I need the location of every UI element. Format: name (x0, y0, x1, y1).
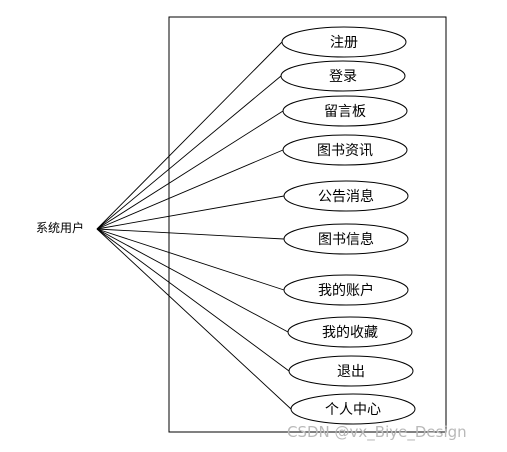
association-line (96, 149, 284, 230)
actor-label: 系统用户 (36, 220, 84, 235)
use-case-ellipse (283, 274, 409, 306)
association-line (96, 228, 289, 333)
use-case-ellipse (282, 134, 408, 166)
use-case: 我的收藏 (287, 316, 413, 348)
use-case-label: 留言板 (324, 104, 366, 120)
association-line (96, 75, 282, 230)
association-lines (96, 41, 292, 410)
system-boundary (168, 16, 447, 433)
association-line (96, 228, 285, 240)
use-case-label: 我的账户 (318, 282, 374, 299)
use-case-label: 注册 (330, 35, 358, 51)
use-case: 退出 (288, 355, 414, 387)
association-line (96, 228, 290, 372)
use-case: 登录 (280, 60, 406, 92)
use-case-ellipse (281, 26, 407, 58)
association-line (96, 110, 284, 230)
use-case: 我的账户 (283, 274, 409, 306)
use-case-label: 图书资讯 (317, 143, 373, 159)
use-case: 公告消息 (283, 180, 409, 212)
use-case-ellipse (287, 316, 413, 348)
use-case-label: 登录 (329, 69, 357, 85)
association-line (96, 228, 285, 291)
association-line (96, 228, 292, 410)
use-case-label: 个人中心 (325, 402, 381, 418)
use-case-label: 我的收藏 (322, 325, 378, 341)
use-case: 个人中心 (290, 393, 416, 425)
watermark: CSDN @vx_Biye_Design (287, 423, 467, 442)
use-case-ellipse (283, 180, 409, 212)
use-case: 注册 (281, 26, 407, 58)
use-case-ellipse (280, 60, 406, 92)
use-case: 图书信息 (283, 223, 409, 255)
use-case-ellipse (283, 223, 409, 255)
use-case-ellipse (290, 393, 416, 425)
use-case-ellipse (282, 95, 408, 127)
association-line (96, 195, 285, 230)
use-case: 留言板 (282, 95, 408, 127)
use-case-label: 公告消息 (318, 188, 374, 205)
use-case: 图书资讯 (282, 134, 408, 166)
use-case-label: 退出 (337, 364, 365, 380)
use-case-ellipse (288, 355, 414, 387)
association-line (96, 41, 283, 230)
use-case-label: 图书信息 (318, 231, 374, 248)
